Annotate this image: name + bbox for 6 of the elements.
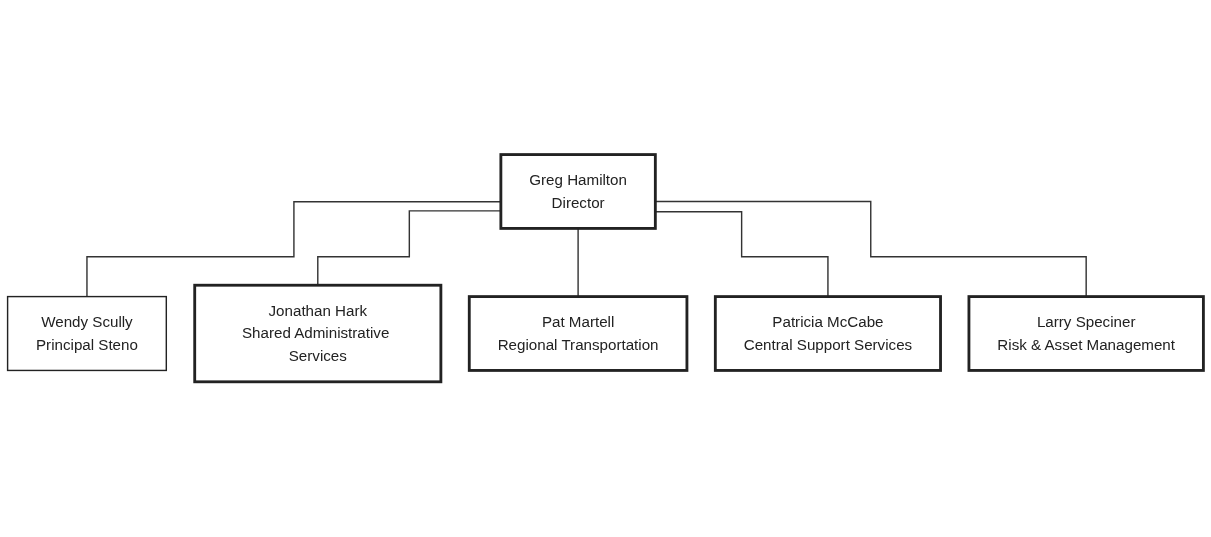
node-box: Wendy Scully Principal Steno xyxy=(6,296,167,372)
node-box: Pat Martell Regional Transportation xyxy=(467,295,689,373)
node-box: Patricia McCabe Central Support Services xyxy=(713,295,942,373)
node-box: Jonathan Hark Shared Administrative Services xyxy=(193,284,443,384)
node-box: Greg Hamilton Director xyxy=(499,153,657,231)
node-box: Larry Speciner Risk & Asset Management xyxy=(967,295,1205,373)
